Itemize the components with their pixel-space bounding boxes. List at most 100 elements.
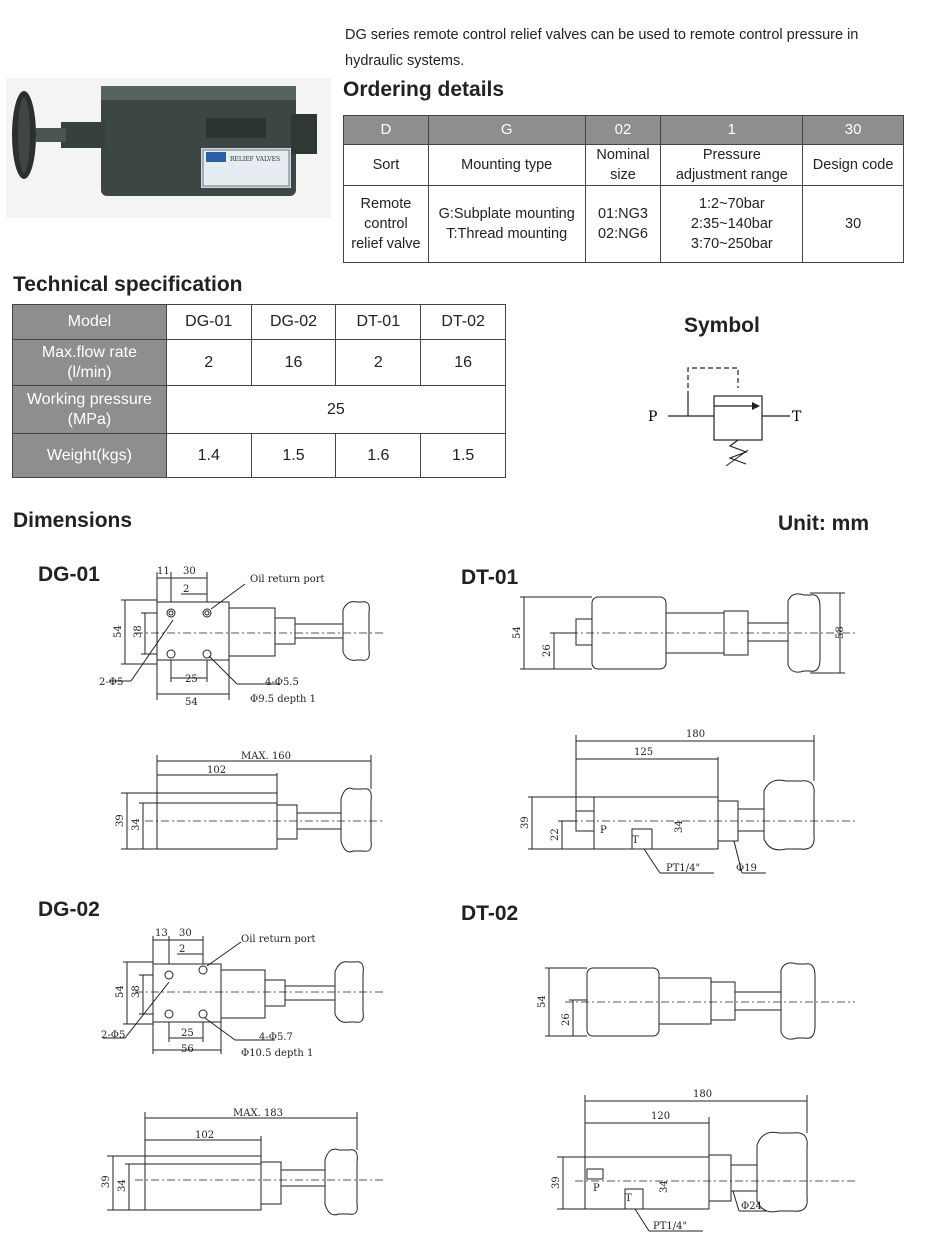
tech-header-cell: DG-02 [250, 304, 337, 340]
code-cell: D [343, 115, 429, 145]
dim-label: 25 [185, 674, 198, 685]
dim-label: Oil return port [241, 934, 316, 945]
label-cell: Sort [343, 144, 429, 186]
dim-label: 4-Φ5.7 [259, 1032, 293, 1043]
label-cell: Nominal size [584, 144, 662, 186]
tech-header-cell: Model [12, 304, 167, 340]
tech-value: 2 [335, 339, 422, 386]
dim-label: 125 [634, 747, 653, 758]
dg02-side-drawing: MAX. 183 102 39 34 [101, 1108, 385, 1216]
dim-label: 56 [181, 1044, 194, 1055]
tech-header-cell: DT-01 [335, 304, 422, 340]
dim-label: 54 [537, 995, 548, 1008]
dim-label: 2-Φ5 [101, 1030, 125, 1041]
dim-label: PT1/4" [653, 1221, 687, 1232]
tech-row-label: Weight(kgs) [12, 433, 167, 478]
tech-value: 2 [165, 339, 252, 386]
unit-label: Unit: mm [778, 512, 869, 535]
dim-label: 26 [561, 1013, 572, 1026]
relief-valve-symbol: P T [648, 367, 802, 467]
intro-text: DG series remote control relief valves c… [345, 27, 859, 69]
dt01-top-drawing: 54 26 58 [512, 592, 855, 674]
dim-label: 13 [155, 928, 168, 939]
dim-label: 54 [113, 625, 124, 638]
tech-value: 16 [250, 339, 337, 386]
code-cell: 30 [802, 115, 904, 145]
dim-label: 39 [551, 1176, 562, 1189]
dim-label: 34 [674, 820, 685, 833]
dim-label: 30 [179, 928, 192, 939]
label-cell: Mounting type [427, 144, 586, 186]
dim-label: 54 [185, 697, 198, 708]
dim-label: 34 [117, 1179, 128, 1192]
dim-label: T [625, 1193, 632, 1204]
dim-label: MAX. 183 [233, 1108, 283, 1119]
dim-label: MAX. 160 [241, 751, 291, 762]
dt02-top-drawing: 54 26 [537, 962, 855, 1040]
dim-label: 58 [835, 626, 846, 639]
dim-label: Φ9.5 depth 1 [250, 694, 316, 705]
dim-label: 180 [686, 729, 705, 740]
ordering-table: D G 02 1 30 Sort Mounting type Nominal s… [343, 115, 904, 263]
dim-label: Φ10.5 depth 1 [241, 1048, 313, 1059]
ordering-title: Ordering details [343, 78, 505, 101]
tech-table: Model DG-01 DG-02 DT-01 DT-02 Max.flow r… [12, 304, 507, 478]
dim-label: 54 [115, 985, 126, 998]
label-cell: Design code [802, 144, 904, 186]
value-cell: Remote control relief valve [343, 185, 429, 263]
value-cell: 1:2~70bar 2:35~140bar 3:70~250bar [660, 185, 804, 263]
dim-label: 2 [179, 944, 185, 955]
tech-value: 25 [165, 385, 507, 434]
dg02-title: DG-02 [38, 898, 100, 921]
dim-label: 25 [181, 1028, 194, 1039]
tech-value: 1.6 [335, 433, 422, 478]
dim-label: 102 [207, 765, 226, 776]
dim-label: 2 [183, 584, 189, 595]
symbol-title: Symbol [684, 314, 760, 337]
tech-value: 1.4 [165, 433, 252, 478]
dim-label: 11 [157, 566, 170, 577]
dim-label: 30 [183, 566, 196, 577]
tech-header-cell: DG-01 [165, 304, 252, 340]
dim-label: Φ19 [736, 863, 757, 874]
dim-label: 2-Φ5 [99, 677, 123, 688]
value-cell: 30 [802, 185, 904, 263]
dim-label: P [600, 825, 607, 836]
dim-label: 120 [651, 1111, 670, 1122]
tech-title: Technical specification [13, 273, 243, 296]
tech-value: 1.5 [250, 433, 337, 478]
dim-label: 39 [101, 1175, 112, 1188]
tech-row-label: Working pressure (MPa) [12, 385, 167, 434]
photo-label: RELIEF VALVES [230, 156, 280, 163]
dg01-top-drawing: 11 30 2 Oil return port 54 38 2-Φ5 25 54… [99, 566, 385, 708]
dim-label: 22 [550, 828, 561, 841]
dt01-side-drawing: 180 125 39 22 34 P T PT1/4" Φ19 [520, 729, 855, 874]
dg02-top-drawing: 13 30 2 Oil return port 54 38 2-Φ5 25 56… [101, 928, 385, 1059]
dt02-title: DT-02 [461, 902, 519, 925]
dim-label: PT1/4" [666, 863, 700, 874]
value-cell: 01:NG3 02:NG6 [584, 185, 662, 263]
dg01-side-drawing: MAX. 160 102 39 34 [115, 751, 385, 853]
dim-label: T [632, 835, 639, 846]
symbol-t-label: T [792, 409, 802, 425]
code-cell: G [427, 115, 586, 145]
dim-label: 26 [542, 644, 553, 657]
dim-label: 102 [195, 1130, 214, 1141]
dim-label: 38 [133, 625, 144, 638]
valve-photo: RELIEF VALVES [6, 78, 331, 218]
tech-value: 1.5 [420, 433, 506, 478]
tech-row-label: Max.flow rate (l/min) [12, 339, 167, 386]
dim-label: 34 [131, 818, 142, 831]
dt02-side-drawing: 180 120 39 34 P T PT1/4" Φ24 [551, 1089, 855, 1232]
dt01-title: DT-01 [461, 566, 519, 589]
value-cell: G:Subplate mounting T:Thread mounting [427, 185, 586, 263]
dim-label: Φ24 [741, 1201, 762, 1212]
tech-value: 16 [420, 339, 506, 386]
dim-label: 34 [659, 1180, 670, 1193]
symbol-p-label: P [648, 409, 657, 425]
label-cell: Pressure adjustment range [660, 144, 804, 186]
dim-label: 38 [131, 985, 142, 998]
dim-label: 39 [115, 814, 126, 827]
code-cell: 1 [660, 115, 804, 145]
tech-header-cell: DT-02 [420, 304, 506, 340]
